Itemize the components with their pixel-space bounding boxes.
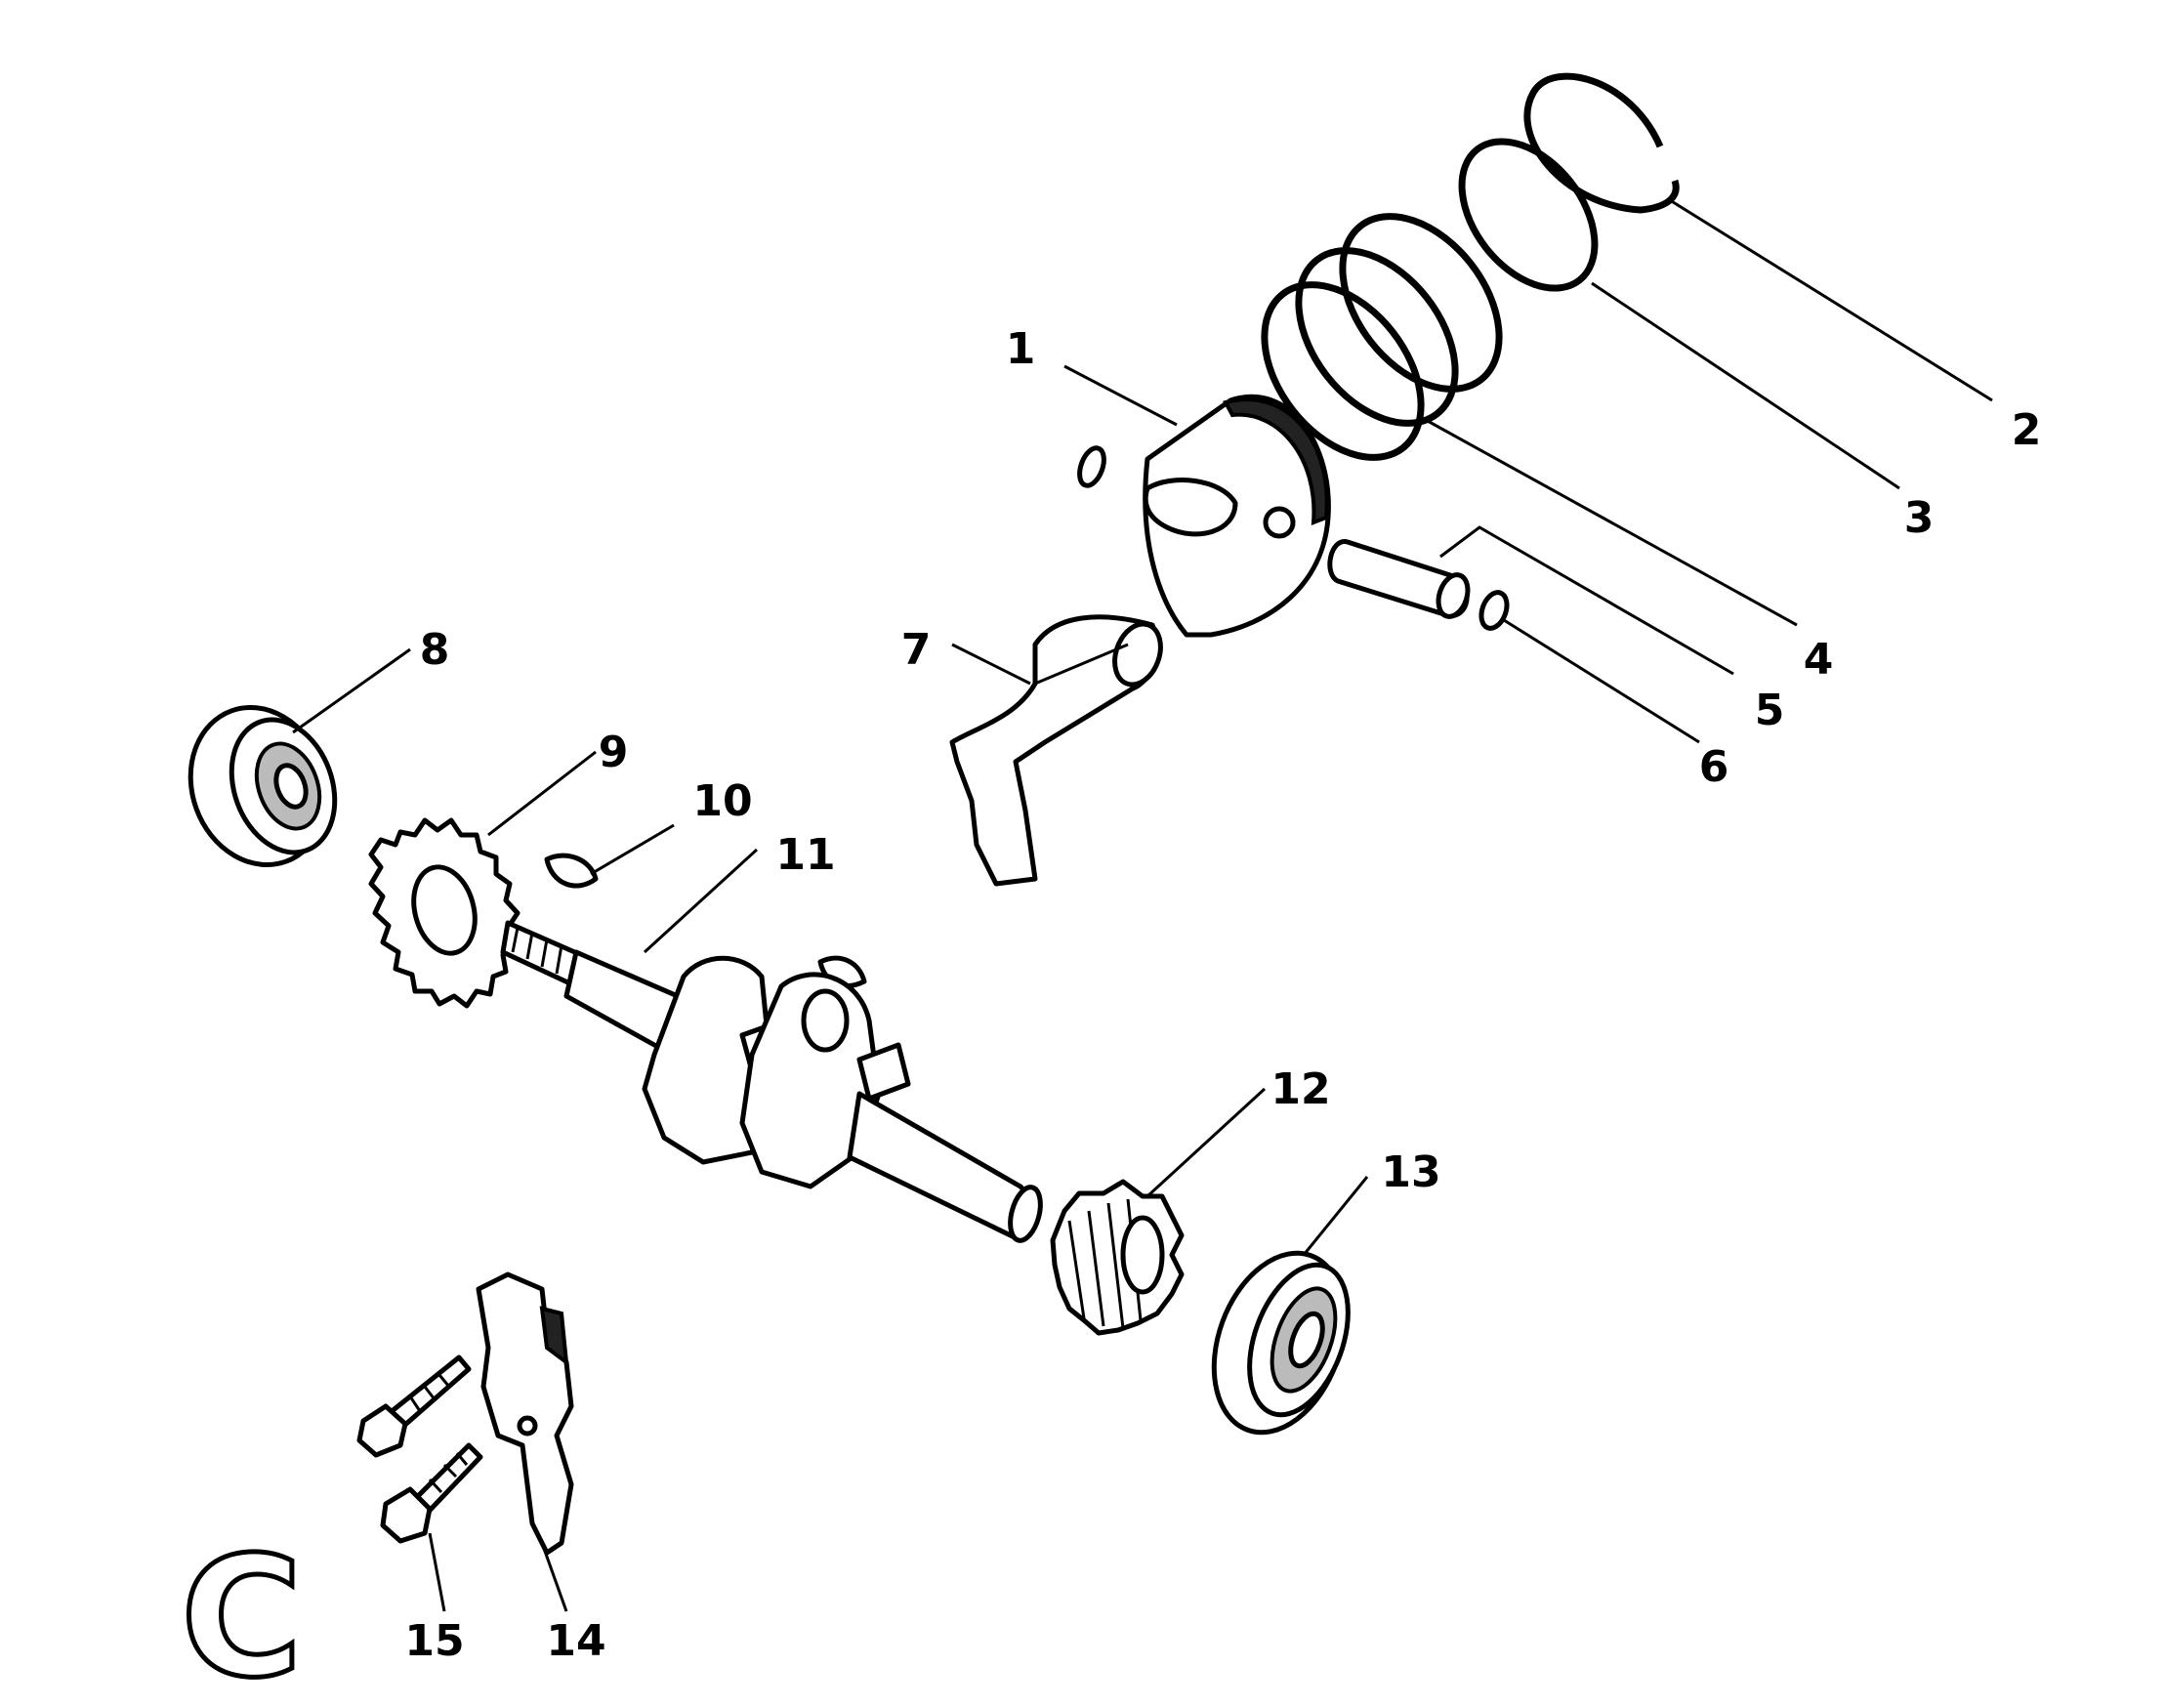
connecting-rod	[949, 614, 1163, 887]
callout-6: 6	[1699, 742, 1729, 792]
piston-pin	[1327, 539, 1471, 619]
piston-ring-top	[1523, 72, 1680, 214]
leader-lines	[292, 198, 1993, 1612]
callout-9: 9	[599, 728, 629, 777]
piston	[1143, 394, 1331, 638]
piston-ring-second	[1458, 138, 1599, 292]
callout-8: 8	[420, 625, 450, 675]
rod-bolt-lower	[380, 1442, 483, 1544]
crankshaft-gear	[1050, 1179, 1185, 1336]
callout-10: 10	[692, 776, 752, 826]
callout-4: 4	[1804, 635, 1834, 685]
callout-13: 13	[1381, 1147, 1440, 1197]
callout-5: 5	[1755, 686, 1785, 735]
connecting-rod-cap	[476, 1271, 574, 1556]
circlip-right	[1478, 590, 1510, 631]
callout-15: 15	[404, 1616, 464, 1666]
woodruff-key-upper	[544, 853, 599, 889]
callout-1: 1	[1006, 324, 1036, 374]
circlip-left	[1077, 445, 1106, 488]
ball-bearing-right	[1211, 1250, 1351, 1436]
ball-bearing-left	[187, 705, 338, 867]
callout-3: 3	[1904, 493, 1935, 543]
callout-12: 12	[1270, 1064, 1330, 1114]
callout-11: 11	[775, 830, 835, 880]
callout-2: 2	[2012, 405, 2042, 455]
crankshaft	[500, 920, 1043, 1243]
callout-14: 14	[546, 1616, 605, 1666]
timing-sprocket	[368, 817, 520, 1009]
callout-7: 7	[901, 625, 932, 675]
rod-bolt-upper	[356, 1354, 472, 1458]
section-letter: C	[181, 1521, 303, 1708]
